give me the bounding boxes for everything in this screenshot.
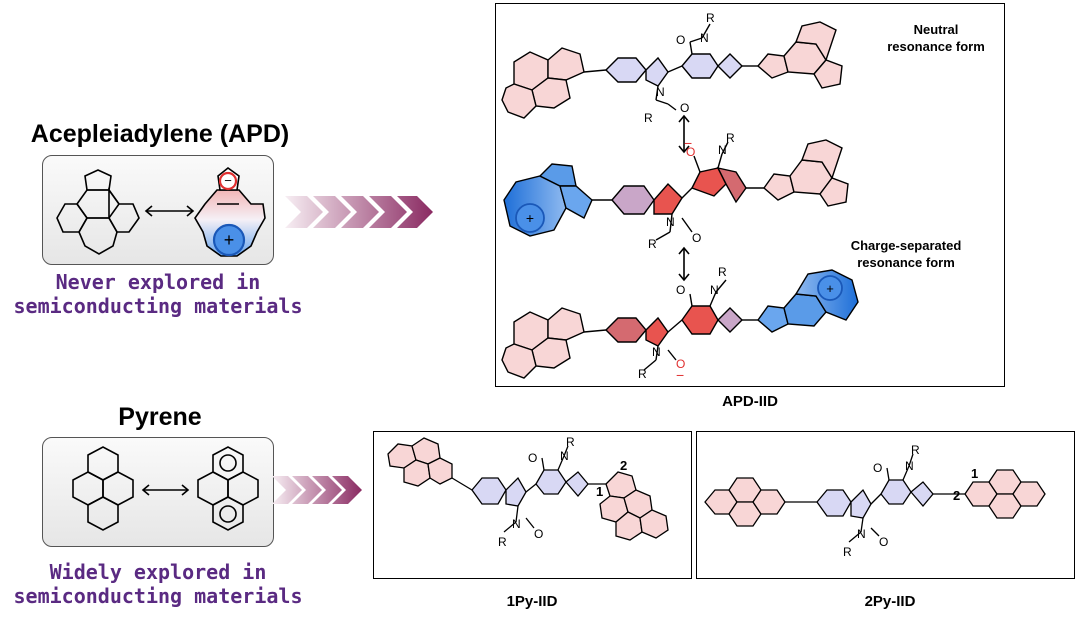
svg-text:N: N bbox=[700, 31, 709, 45]
py1-position-2: 2 bbox=[620, 458, 627, 473]
pyrene-resonance-arrow bbox=[141, 484, 190, 496]
py1-iid-panel: N R O O N R 1 2 bbox=[373, 431, 692, 579]
svg-text:R: R bbox=[648, 237, 657, 251]
svg-text:N: N bbox=[666, 215, 675, 229]
pyrene-title: Pyrene bbox=[118, 403, 202, 431]
svg-text:O: O bbox=[686, 145, 695, 159]
svg-text:+: + bbox=[526, 210, 534, 226]
pyrene-resonance-structures bbox=[72, 446, 259, 531]
svg-text:O: O bbox=[680, 101, 689, 115]
cation-ring-icon bbox=[817, 275, 843, 301]
charge-note-line1: Charge-separated bbox=[851, 238, 962, 253]
svg-text:N: N bbox=[560, 449, 569, 463]
svg-text:R: R bbox=[644, 111, 653, 125]
neutral-form-structure bbox=[501, 21, 843, 119]
svg-text:N: N bbox=[718, 143, 727, 157]
apd-charged-structure: − + bbox=[194, 166, 266, 257]
svg-text:N: N bbox=[905, 459, 914, 473]
cation-ring-icon bbox=[515, 203, 545, 233]
charge-separated-form-1 bbox=[503, 139, 849, 241]
svg-text:N: N bbox=[652, 345, 661, 359]
svg-text:O: O bbox=[534, 527, 543, 541]
neutral-note-line2: resonance form bbox=[887, 39, 985, 54]
svg-text:R: R bbox=[911, 443, 920, 457]
pyrene-clar-structure bbox=[197, 446, 259, 531]
svg-text:N: N bbox=[656, 85, 665, 99]
svg-text:O: O bbox=[528, 451, 537, 465]
py2-iid-panel: N R O O N R 1 2 bbox=[696, 431, 1075, 579]
apd-iid-structures: N R O N R O Neutral resonance form bbox=[501, 11, 985, 383]
resonance-arrow-2 bbox=[678, 246, 690, 282]
apd-neutral-structure bbox=[56, 169, 140, 255]
svg-text:−: − bbox=[224, 173, 232, 188]
apd-iid-caption: APD-IID bbox=[722, 393, 778, 410]
apd-subtitle: Never explored in semiconducting materia… bbox=[13, 270, 303, 318]
svg-text:O: O bbox=[676, 357, 685, 371]
svg-text:R: R bbox=[726, 131, 735, 145]
charge-note-line2: resonance form bbox=[857, 255, 955, 270]
apd-resonance-box: − + bbox=[42, 155, 274, 265]
apd-resonance-arrow bbox=[144, 205, 195, 217]
py2-position-1: 1 bbox=[971, 466, 978, 481]
svg-text:O: O bbox=[692, 231, 701, 245]
pyrene-subtitle: Widely explored in semiconducting materi… bbox=[13, 560, 303, 608]
neutral-note-line1: Neutral bbox=[914, 22, 959, 37]
svg-text:−: − bbox=[676, 367, 684, 383]
svg-text:R: R bbox=[843, 545, 852, 559]
anion-ring-icon bbox=[218, 171, 238, 191]
svg-text:O: O bbox=[879, 535, 888, 549]
svg-text:N: N bbox=[857, 527, 866, 541]
apd-iid-panel: N R O N R O Neutral resonance form bbox=[495, 3, 1005, 387]
svg-text:O: O bbox=[873, 461, 882, 475]
svg-text:R: R bbox=[706, 11, 715, 25]
py2-iid-structure: N R O O N R 1 2 bbox=[704, 443, 1046, 559]
pyrene-resonance-box bbox=[42, 437, 274, 547]
svg-text:R: R bbox=[498, 535, 507, 549]
py1-position-1: 1 bbox=[596, 484, 603, 499]
py2-position-2: 2 bbox=[953, 488, 960, 503]
svg-text:O: O bbox=[676, 33, 685, 47]
py1-iid-structure: N R O O N R 1 2 bbox=[387, 435, 669, 549]
charge-separated-form-2 bbox=[501, 269, 859, 379]
svg-text:−: − bbox=[684, 135, 692, 151]
svg-text:+: + bbox=[224, 230, 235, 250]
svg-text:R: R bbox=[718, 265, 727, 279]
svg-text:R: R bbox=[638, 367, 647, 381]
py1-iid-caption: 1Py-IID bbox=[506, 593, 558, 610]
svg-text:+: + bbox=[826, 281, 834, 296]
svg-text:O: O bbox=[676, 283, 685, 297]
pyrene-chevron-arrow bbox=[272, 476, 362, 504]
svg-text:R: R bbox=[566, 435, 575, 449]
py2-iid-caption: 2Py-IID bbox=[864, 593, 916, 610]
svg-text:N: N bbox=[710, 283, 719, 297]
cation-ring-icon bbox=[212, 223, 246, 257]
apd-resonance-structures: − + bbox=[56, 166, 266, 257]
apd-title: Acepleiadylene (APD) bbox=[30, 120, 290, 148]
apd-chevron-arrow bbox=[285, 196, 433, 228]
pyrene-kekule-structure bbox=[72, 446, 134, 531]
svg-text:N: N bbox=[512, 517, 521, 531]
resonance-arrow-1 bbox=[678, 114, 690, 154]
